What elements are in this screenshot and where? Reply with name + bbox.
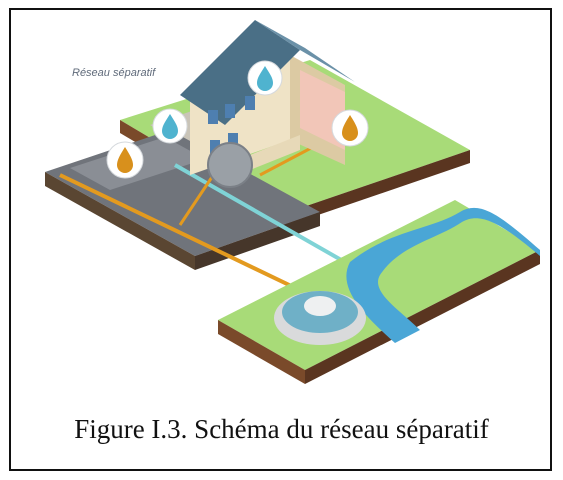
wastewater-drop-icon xyxy=(106,141,144,179)
river-plot xyxy=(218,200,540,384)
rain-drop-icon xyxy=(152,108,188,144)
rain-drop-icon xyxy=(247,60,283,96)
diagram-label: Réseau séparatif xyxy=(72,67,156,79)
wastewater-drop-icon xyxy=(331,109,369,147)
wastewater-pipe xyxy=(59,173,311,297)
separate-sewer-illustration xyxy=(45,20,540,384)
house xyxy=(180,20,355,175)
river xyxy=(346,207,540,343)
figure-caption: Figure I.3. Schéma du réseau séparatif xyxy=(74,414,489,444)
cutaway-lens xyxy=(207,142,253,188)
